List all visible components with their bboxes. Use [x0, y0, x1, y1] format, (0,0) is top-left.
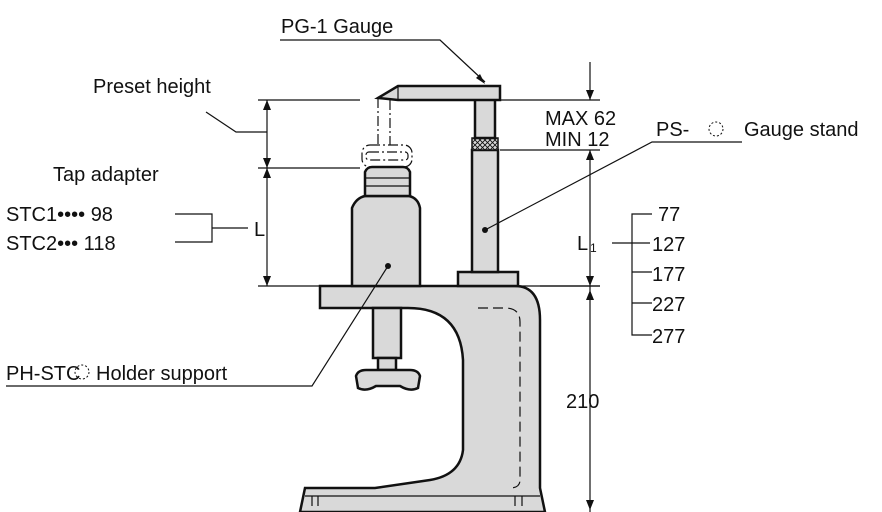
l1-value-77: 77 [658, 204, 680, 226]
h210-arrow-top [586, 290, 594, 300]
height-210-label: 210 [566, 391, 599, 413]
preset-arrow-top [263, 100, 271, 110]
stand-post [470, 148, 500, 274]
tap-adapter [363, 165, 412, 198]
stand-knurl [471, 137, 499, 151]
gauge-arm [374, 84, 502, 102]
holder-support-suffix: Holder support [96, 363, 228, 385]
l-arrow-top [263, 168, 271, 178]
holder-support-label: PH-STC [6, 363, 80, 385]
preset-tool-phantom [361, 144, 413, 168]
holder-support-base [298, 284, 547, 512]
preset-leader [205, 111, 267, 133]
gauge-label: PG-1 Gauge [281, 16, 393, 38]
gauge-stand-suffix: Gauge stand [744, 119, 859, 141]
gauge-leader-arrow [476, 74, 485, 84]
l1-tree-spine [631, 213, 652, 336]
l1-value-277: 277 [652, 326, 685, 348]
l1-value-127: 127 [652, 234, 685, 256]
holder-column [350, 194, 422, 288]
tap-adapter-label: Tap adapter [53, 164, 159, 186]
gauge-leader [280, 39, 486, 83]
l1-arrow-top [586, 150, 594, 160]
max-arrow [586, 90, 594, 100]
clamp-screw [371, 306, 403, 360]
base-hidden-contour [478, 307, 521, 489]
l1-subscript: 1 [590, 241, 597, 255]
h210-arrow-bottom [586, 500, 594, 510]
stc2-label: STC2••• 118 [6, 233, 116, 255]
clamp-screw-neck [376, 356, 398, 372]
l1-value-227: 227 [652, 294, 685, 316]
preset-tool-phantom-ring [365, 151, 409, 161]
l1-arrow-bottom [586, 276, 594, 286]
stc1-label: STC1•••• 98 [6, 204, 113, 226]
holder-leader [6, 265, 389, 387]
preset-height-label: Preset height [93, 76, 211, 98]
stand-foot [456, 270, 520, 288]
l1-value-177: 177 [652, 264, 685, 286]
gauge-rod [473, 96, 497, 140]
gauge-stand-label: PS- [656, 119, 689, 141]
stc-bracket [175, 213, 213, 243]
max-label: MAX 62 [545, 108, 616, 130]
l-label: L [254, 219, 265, 241]
min-label: MIN 12 [545, 129, 609, 151]
gauge-stand-variant-circle [708, 121, 724, 137]
holder-variant-circle [74, 364, 90, 380]
l-arrow-bottom [263, 276, 271, 286]
stand-leader [484, 141, 742, 231]
preset-arrow-bottom [263, 158, 271, 168]
clamp-knob [354, 368, 422, 391]
l1-label: L [577, 233, 588, 255]
